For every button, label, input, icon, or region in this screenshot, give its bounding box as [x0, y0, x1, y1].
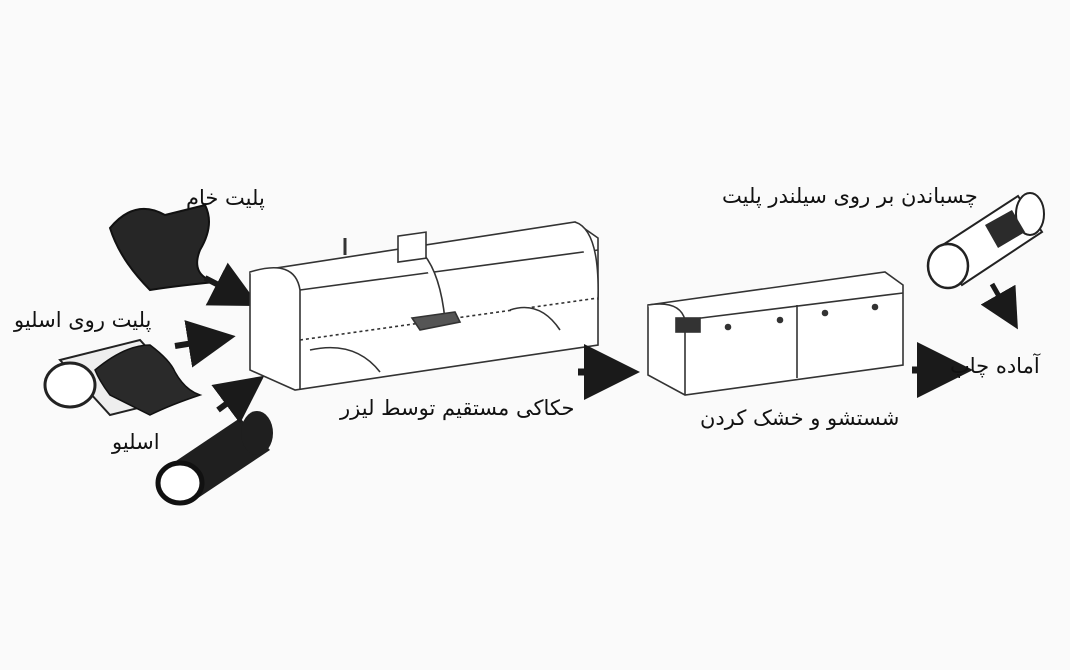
- label-mount-on-cylinder: چسباندن بر روی سیلندر پلیت: [722, 184, 978, 208]
- label-washing-drying: شستشو و خشک کردن: [700, 406, 900, 430]
- label-plate-on-sleeve: پلیت روی اسلیو: [14, 308, 152, 332]
- washer-dryer-icon: [647, 271, 904, 396]
- flow-arrow-icon: [980, 282, 1018, 330]
- label-raw-plate: پلیت خام: [186, 186, 265, 210]
- plate-cylinder-icon: [926, 192, 1045, 290]
- laser-engraver-icon: [249, 221, 599, 391]
- label-sleeve: اسلیو: [112, 430, 160, 454]
- sleeve-icon: [155, 411, 273, 506]
- input-arrows: [174, 262, 265, 424]
- plate-on-sleeve-icon: [43, 338, 203, 417]
- raw-plate-icon: [108, 203, 216, 292]
- label-ready-to-print: آماده چاپ: [950, 354, 1040, 378]
- label-laser-engraving: حکاکی مستقیم توسط لیزر: [340, 396, 575, 420]
